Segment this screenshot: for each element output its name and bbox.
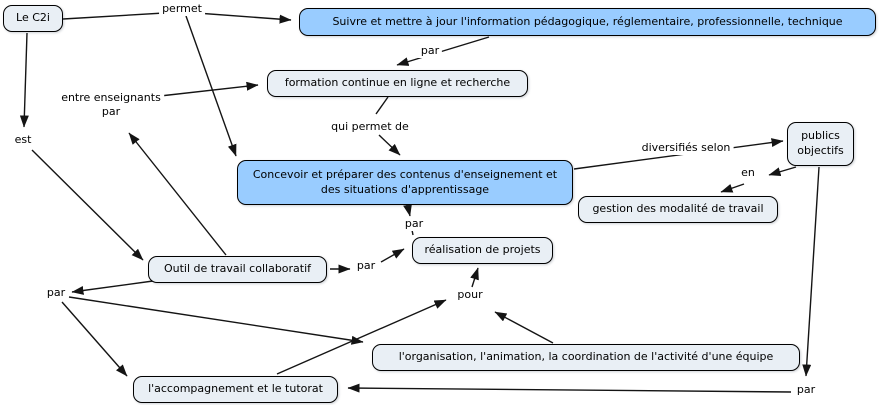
line-formation-to-quipermet (375, 96, 389, 115)
link-label-qui-permet-de[interactable]: qui permet de (328, 120, 412, 134)
link-label-diversifies-selon[interactable]: diversifiés selon (638, 141, 734, 155)
arrow-suivre-par-formation (396, 36, 490, 66)
arrow-publics-to-en (768, 166, 797, 177)
arrow-outil-to-par-left (71, 280, 154, 295)
link-label-par-bottom[interactable]: par (793, 383, 819, 397)
arrow-par-left-to-organisation (68, 296, 364, 345)
node-realisation-projets[interactable]: réalisation de projets (412, 237, 553, 264)
line-par-to-realisation (411, 229, 414, 236)
arrow-permet-to-concevoir (185, 15, 237, 157)
arrow-par-bottom-to-accompagnement (347, 383, 792, 393)
node-suivre-information[interactable]: Suivre et mettre à jour l'information pé… (299, 8, 876, 36)
node-organisation-equipe[interactable]: l'organisation, l'animation, la coordina… (372, 344, 800, 371)
link-label-est[interactable]: est (11, 133, 35, 147)
link-label-par-left[interactable]: par (43, 286, 69, 300)
arrow-pour-to-realisation (470, 267, 479, 288)
arrow-quipermet-to-concevoir (378, 134, 401, 156)
arrow-par-to-realisation (380, 248, 405, 263)
node-outil-collaboratif[interactable]: Outil de travail collaboratif (148, 256, 327, 283)
node-le-c2i[interactable]: Le C2i (3, 5, 63, 32)
node-formation-continue[interactable]: formation continue en ligne et recherche (267, 70, 528, 97)
link-label-par-top[interactable]: par (417, 44, 443, 58)
link-label-par-concevoir[interactable]: par (401, 217, 427, 231)
node-publics-objectifs[interactable]: publics objectifs (787, 122, 854, 166)
arrow-publics-to-par-bottom (802, 166, 820, 377)
arrow-en-to-gestion (720, 183, 745, 193)
arrow-par-left-to-accompagnement (61, 301, 128, 377)
arrow-entre-enseignants-to-formation (159, 81, 259, 97)
arrow-outil-to-entre-enseignants (128, 132, 227, 256)
link-label-entre-enseignants-par[interactable]: entre enseignants par (58, 91, 164, 119)
node-gestion-modalite[interactable]: gestion des modalité de travail (578, 196, 778, 223)
arrow-concevoir-to-par (403, 203, 412, 217)
link-label-pour[interactable]: pour (454, 288, 486, 302)
link-label-en[interactable]: en (738, 166, 758, 180)
link-label-permet[interactable]: permet (159, 2, 205, 16)
node-concevoir-contenus[interactable]: Concevoir et préparer des contenus d'ens… (237, 160, 573, 205)
link-label-par-outil[interactable]: par (353, 259, 379, 273)
node-accompagnement-tutorat[interactable]: l'accompagnement et le tutorat (133, 376, 338, 403)
arrow-est-to-outil (31, 149, 144, 261)
arrow-c2i-to-est (19, 32, 29, 128)
arrow-concevoir-diversifies-publics (573, 138, 784, 170)
arrow-organisation-to-pour (494, 311, 554, 344)
